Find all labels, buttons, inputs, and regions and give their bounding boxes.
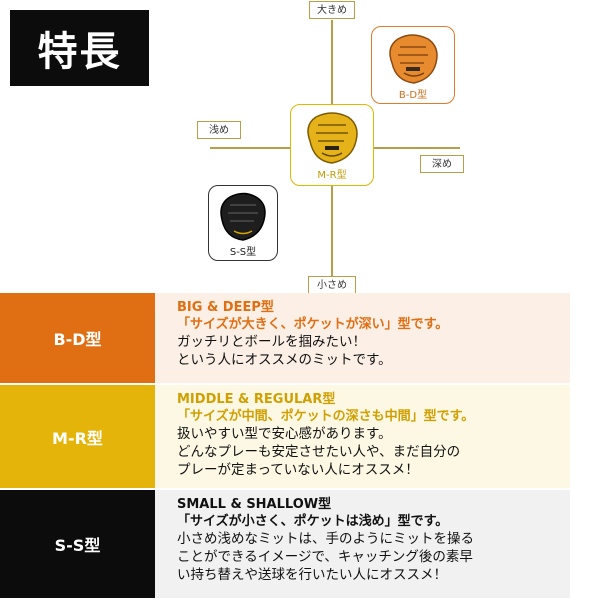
- type-desc-line: ガッチリとボールを掴みたい！: [177, 334, 366, 350]
- type-row-bd: B-D型 BIG & DEEP型 「サイズが大きく、ポケットが深い」型です。 ガ…: [0, 293, 570, 385]
- type-body-mr: MIDDLE & REGULAR型 「サイズが中間、ポケットの深さも中間」型です…: [155, 385, 570, 488]
- type-label-ss: S-S型: [0, 490, 155, 598]
- glove-caption-ss: S-S型: [229, 247, 257, 258]
- type-heading-mr: MIDDLE & REGULAR型: [177, 392, 336, 407]
- type-tagline-mr: 「サイズが中間、ポケットの深さも中間」型です。: [177, 409, 475, 424]
- type-heading-bd: BIG & DEEP型: [177, 300, 274, 315]
- axis-label-left: 浅め: [197, 121, 241, 139]
- type-body-bd: BIG & DEEP型 「サイズが大きく、ポケットが深い」型です。 ガッチリとボ…: [155, 293, 570, 383]
- axis-label-top: 大きめ: [309, 1, 355, 19]
- type-desc-line: という人にオススメのミットです。: [177, 352, 392, 368]
- catcher-mitt-mr-icon: [307, 112, 358, 164]
- catcher-mitt-ss-icon: [220, 192, 266, 241]
- type-desc-line: 扱いやすい型で安心感があります。: [177, 426, 392, 442]
- type-tagline-bd: 「サイズが大きく、ポケットが深い」型です。: [177, 317, 449, 332]
- axis-label-bottom: 小さめ: [308, 276, 356, 294]
- type-desc-line: ことができるイメージで、キャッチング後の素早: [177, 549, 473, 565]
- type-desc-line: 小さめ浅めなミットは、手のようにミットを操る: [177, 531, 474, 547]
- axis-label-right: 深め: [420, 155, 464, 173]
- type-row-mr: M-R型 MIDDLE & REGULAR型 「サイズが中間、ポケットの深さも中…: [0, 385, 570, 490]
- type-row-ss: S-S型 SMALL & SHALLOW型 「サイズが小さく、ポケットは浅め」型…: [0, 490, 570, 600]
- catcher-mitt-bd-icon: [389, 34, 438, 84]
- type-label-bd: B-D型: [0, 293, 155, 383]
- type-label-mr: M-R型: [0, 385, 155, 488]
- type-desc-line: プレーが定まっていない人にオススメ！: [177, 462, 419, 478]
- glove-card-mr[interactable]: M-R型: [290, 104, 374, 186]
- glove-caption-mr: M-R型: [317, 170, 347, 181]
- type-desc-line: い持ち替えや送球を行いたい人にオススメ！: [177, 567, 447, 583]
- type-heading-ss: SMALL & SHALLOW型: [177, 497, 332, 512]
- type-tagline-ss: 「サイズが小さく、ポケットは浅め」型です。: [177, 514, 449, 529]
- glove-card-bd[interactable]: B-D型: [371, 26, 455, 104]
- page-title: 特長: [10, 10, 149, 86]
- glove-card-ss[interactable]: S-S型: [208, 185, 278, 261]
- type-desc-line: どんなプレーも安定させたい人や、まだ自分の: [177, 444, 461, 460]
- type-body-ss: SMALL & SHALLOW型 「サイズが小さく、ポケットは浅め」型です。 小…: [155, 490, 570, 598]
- glove-caption-bd: B-D型: [398, 90, 428, 101]
